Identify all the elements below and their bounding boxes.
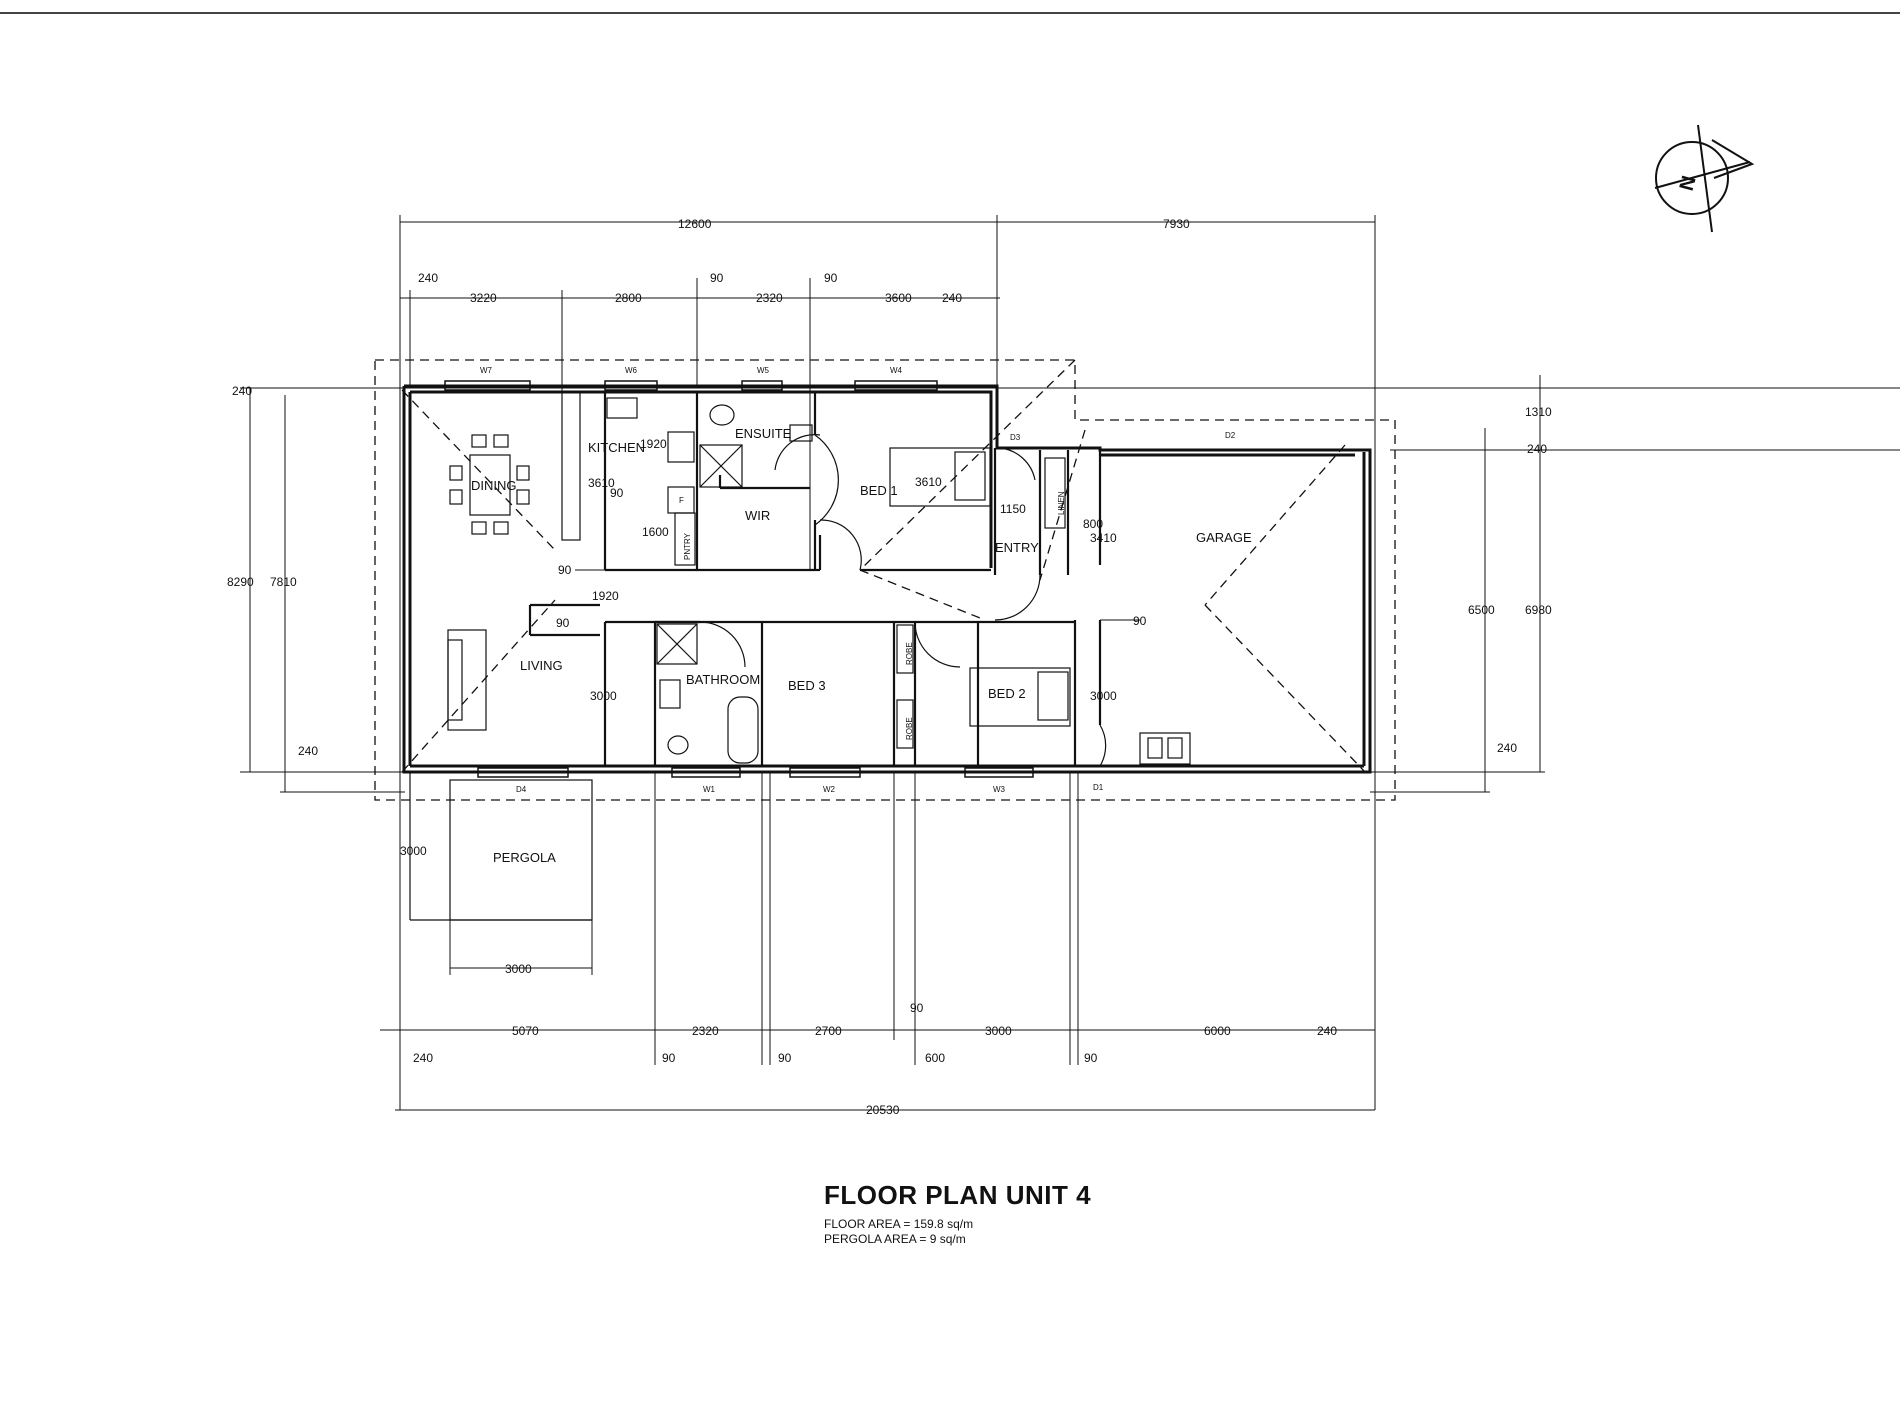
room-label-kitchen: KITCHEN: [588, 440, 645, 455]
door-tag-d3: D3: [1010, 433, 1021, 442]
exterior-walls: [402, 384, 1372, 774]
sheet-border-line: [0, 12, 1900, 14]
north-arrow-icon: [1654, 124, 1755, 233]
furniture: [409, 391, 1191, 921]
dim-240-left-top: 240: [232, 384, 252, 398]
dim-12600: 12600: [678, 217, 712, 231]
room-label-dining: DINING: [471, 478, 517, 493]
dim-240-top-b: 240: [942, 291, 962, 305]
dim-6000: 6000: [1204, 1024, 1231, 1038]
window-tag-w5: W5: [757, 366, 770, 375]
dim-90-bottom: 90: [910, 1001, 924, 1015]
dim-2800: 2800: [615, 291, 642, 305]
dim-90-top-a: 90: [710, 271, 724, 285]
dim-240-top: 240: [418, 271, 438, 285]
dim-3000-bed2: 3000: [1090, 689, 1117, 703]
room-label-fridge: F: [679, 496, 684, 505]
dimension-lines: [240, 215, 1900, 1111]
dim-90-hall-a: 90: [558, 563, 572, 577]
dim-3000-pergola-v: 3000: [400, 844, 427, 858]
room-label-bed3: BED 3: [788, 678, 826, 693]
roof-outline: [374, 359, 1396, 801]
dim-3600: 3600: [885, 291, 912, 305]
door-tag-d4: D4: [516, 785, 527, 794]
windows: [444, 380, 1034, 778]
dim-240-right-top: 240: [1527, 442, 1547, 456]
door-tag-d2: D2: [1225, 431, 1236, 440]
dim-8290: 8290: [227, 575, 254, 589]
dim-240-bb: 240: [413, 1051, 433, 1065]
dim-3610-kitchen: 3610: [588, 476, 615, 490]
interior-walls: [528, 392, 1102, 766]
dim-90-bb-c: 90: [1084, 1051, 1098, 1065]
dim-7810: 7810: [270, 575, 297, 589]
dim-3220: 3220: [470, 291, 497, 305]
window-tag-w2: W2: [823, 785, 836, 794]
dim-1310: 1310: [1525, 405, 1552, 419]
dim-1150: 1150: [1000, 502, 1026, 516]
dim-240-bottom: 240: [1317, 1024, 1337, 1038]
dim-2320-bottom: 2320: [692, 1024, 719, 1038]
room-label-bed1: BED 1: [860, 483, 898, 498]
dim-1920-hall: 1920: [592, 589, 619, 603]
dim-240-left-bot: 240: [298, 744, 318, 758]
dim-7930: 7930: [1163, 217, 1190, 231]
door-tag-d1: D1: [1093, 783, 1104, 792]
dim-6500: 6500: [1468, 603, 1495, 617]
window-tag-w3: W3: [993, 785, 1006, 794]
dim-20530: 20530: [866, 1103, 900, 1117]
door-swings: [699, 434, 1107, 767]
room-label-robe-1: ROBE: [905, 642, 914, 665]
north-label: N: [1676, 174, 1701, 194]
dim-800: 800: [1083, 517, 1103, 531]
dim-6980: 6980: [1525, 603, 1552, 617]
dim-90-garage: 90: [1133, 614, 1147, 628]
room-label-linen: LINEN: [1057, 491, 1066, 515]
page-title: FLOOR PLAN UNIT 4: [824, 1180, 1092, 1210]
dim-3000-bottom: 3000: [985, 1024, 1012, 1038]
dim-1600: 1600: [642, 525, 669, 539]
dim-240-right-bot: 240: [1497, 741, 1517, 755]
dim-90-kitchen: 90: [610, 486, 624, 500]
window-tag-w6: W6: [625, 366, 638, 375]
room-label-garage: GARAGE: [1196, 530, 1252, 545]
title-block: FLOOR PLAN UNIT 4 FLOOR AREA = 159.8 sq/…: [824, 1180, 1091, 1247]
room-label-living: LIVING: [520, 658, 563, 673]
room-label-entry: ENTRY: [995, 540, 1039, 555]
dim-600-bb: 600: [925, 1051, 945, 1065]
dim-2320-top: 2320: [756, 291, 783, 305]
room-label-pantry: PNTRY: [683, 532, 692, 560]
room-label-bathroom: BATHROOM: [686, 672, 760, 687]
floor-area-text: FLOOR AREA = 159.8 sq/m: [824, 1217, 974, 1231]
dim-90-bb-a: 90: [662, 1051, 676, 1065]
window-tag-w7: W7: [480, 366, 493, 375]
dim-90-hall-b: 90: [556, 616, 570, 630]
dim-3000-pergola-h: 3000: [505, 962, 532, 976]
dim-5070: 5070: [512, 1024, 539, 1038]
dim-3000-living: 3000: [590, 689, 617, 703]
dim-3610-bed1: 3610: [915, 475, 942, 489]
window-tag-w1: W1: [703, 785, 716, 794]
dim-3410: 3410: [1090, 531, 1117, 545]
dim-90-bb-b: 90: [778, 1051, 792, 1065]
pergola-area-text: PERGOLA AREA = 9 sq/m: [824, 1232, 966, 1246]
room-label-wir: WIR: [745, 508, 770, 523]
room-label-pergola: PERGOLA: [493, 850, 556, 865]
dim-90-top-b: 90: [824, 271, 838, 285]
dim-2700: 2700: [815, 1024, 842, 1038]
room-label-bed2: BED 2: [988, 686, 1026, 701]
room-label-robe-2: ROBE: [905, 717, 914, 740]
dim-1920-kitchen: 1920: [640, 437, 667, 451]
window-tag-w4: W4: [890, 366, 903, 375]
room-label-ensuite: ENSUITE: [735, 426, 792, 441]
